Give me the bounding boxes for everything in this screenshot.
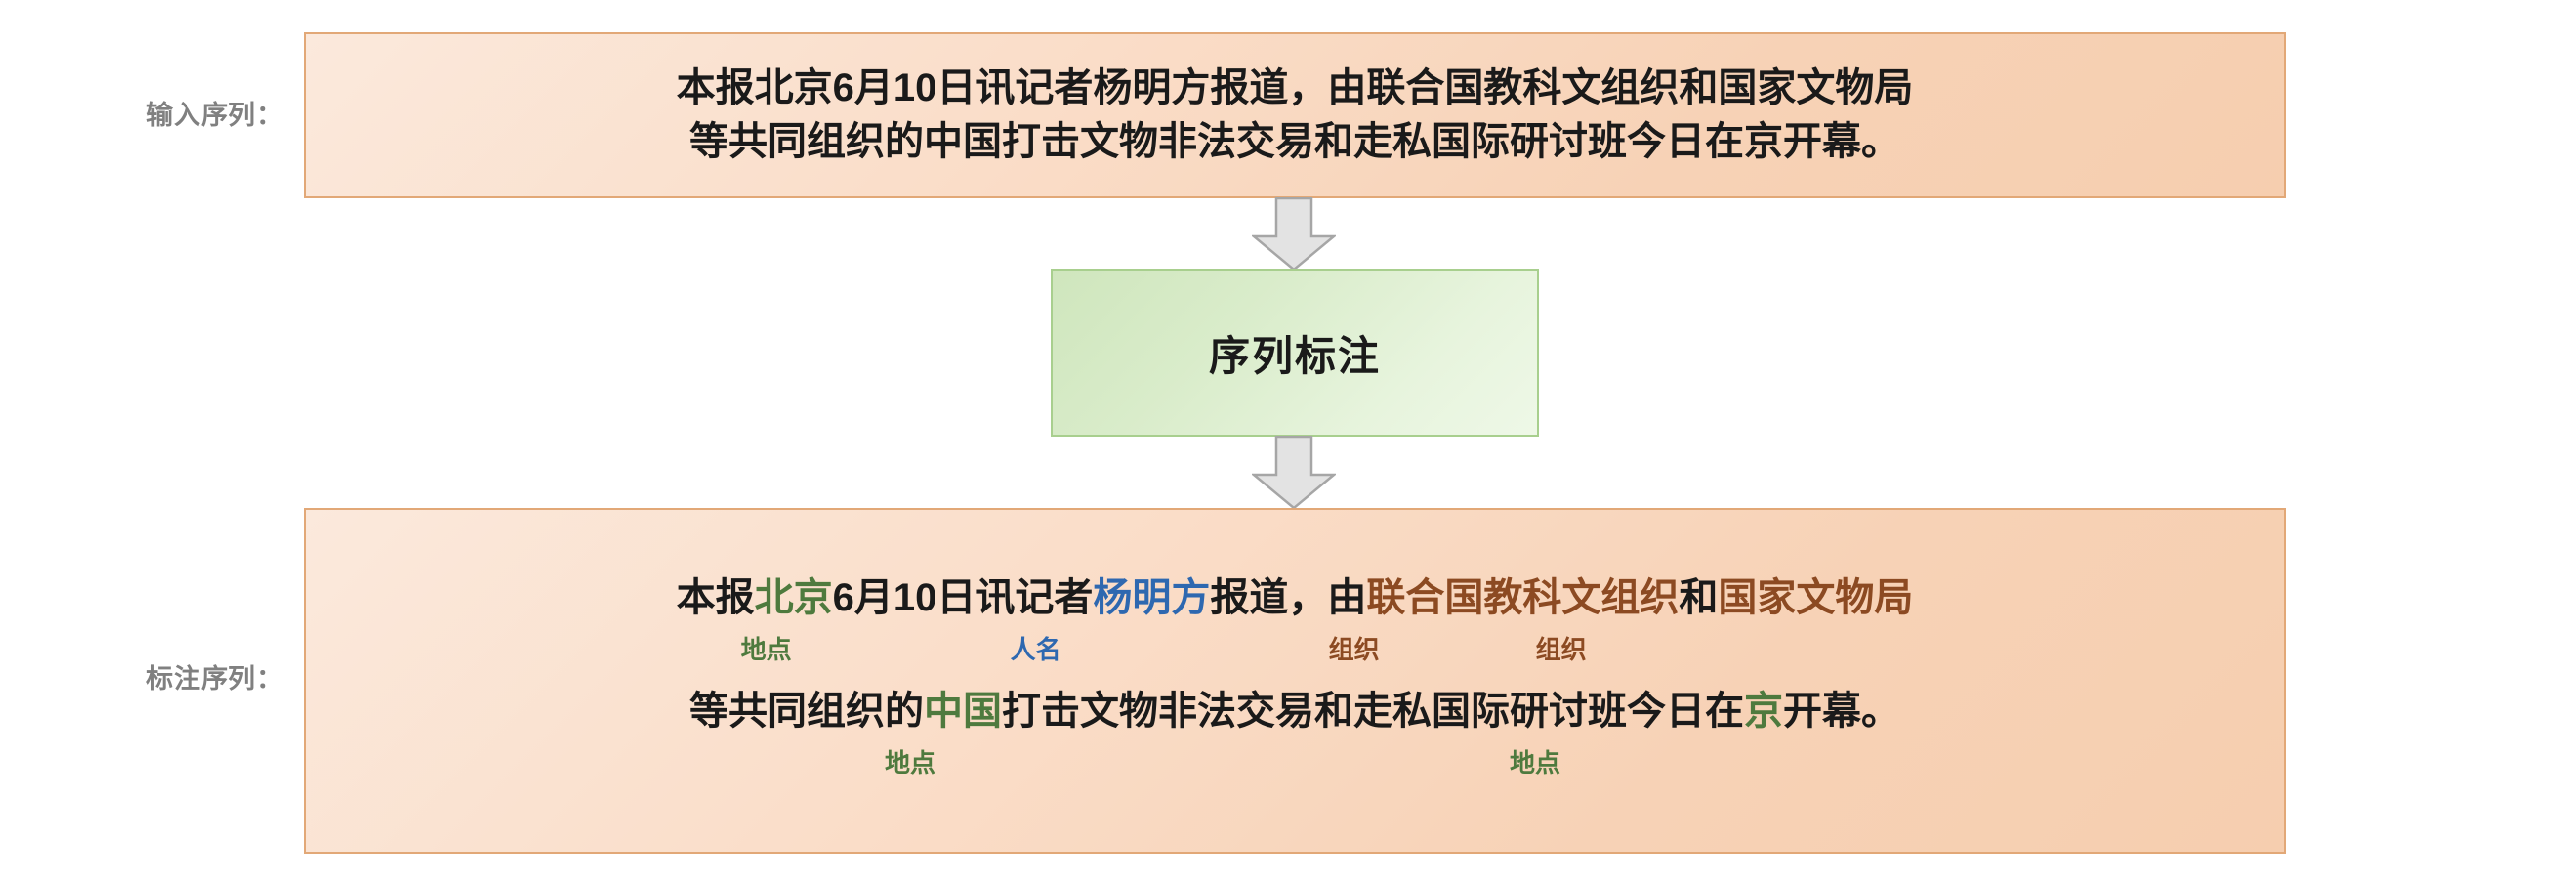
- entity-tag-organization: 组织: [1328, 635, 1380, 664]
- sentence-segment: 报道，由: [1210, 576, 1367, 619]
- entity-tag-row-1: 地点 人名 组织 组织: [677, 630, 1914, 673]
- entity-organization: 国家文物局: [1718, 576, 1914, 619]
- output-sequence-label: 标注序列：: [146, 664, 283, 694]
- annotated-line-2: 等共同组织的中国打击文物非法交易和走私国际研讨班今日在京开幕。 地点 地点: [689, 689, 1900, 786]
- annotated-line-1: 本报北京6月10日讯记者杨明方报道，由联合国教科文组织和国家文物局 地点 人名 组织…: [677, 575, 1914, 673]
- sentence-segment: 和: [1679, 576, 1719, 619]
- sentence-segment: 开幕。: [1783, 690, 1900, 733]
- input-sentence-line-1: 本报北京6月10日讯记者杨明方报道，由联合国教科文组织和国家文物局: [676, 65, 1914, 109]
- entity-organization: 联合国教科文组织: [1366, 576, 1680, 619]
- annotated-sentence-line-1: 本报北京6月10日讯记者杨明方报道，由联合国教科文组织和国家文物局: [677, 575, 1914, 620]
- sentence-segment: 打击文物非法交易和走私国际研讨班今日在: [1002, 690, 1744, 733]
- entity-tag-location: 地点: [740, 635, 792, 664]
- input-sequence-label: 输入序列：: [146, 101, 283, 130]
- annotated-sentence-line-2: 等共同组织的中国打击文物非法交易和走私国际研讨班今日在京开幕。: [689, 689, 1900, 734]
- entity-person: 杨明方: [1093, 576, 1211, 619]
- entity-location: 北京: [754, 576, 833, 619]
- entity-tag-location: 地点: [1509, 748, 1561, 778]
- entity-tag-location: 地点: [884, 748, 936, 778]
- entity-location: 京: [1744, 690, 1783, 733]
- process-box-label: 序列标注: [1208, 332, 1381, 379]
- arrow-input-to-process-icon: [1252, 197, 1336, 272]
- sentence-segment: 6月10日讯记者: [832, 576, 1094, 619]
- sentence-segment: 等共同组织的: [689, 690, 924, 733]
- input-sentence-line-2: 等共同组织的中国打击文物非法交易和走私国际研讨班今日在京开幕。: [689, 120, 1900, 163]
- entity-tag-row-2: 地点 地点: [689, 743, 1900, 786]
- sequence-labeling-process-box: 序列标注: [1051, 269, 1539, 437]
- entity-tag-person: 人名: [1010, 635, 1061, 664]
- annotated-sequence-box: 本报北京6月10日讯记者杨明方报道，由联合国教科文组织和国家文物局 地点 人名 组织…: [304, 508, 2286, 854]
- sentence-segment: 本报: [676, 576, 755, 619]
- entity-tag-organization: 组织: [1535, 635, 1587, 664]
- entity-location: 中国: [924, 690, 1002, 733]
- arrow-process-to-output-icon: [1252, 436, 1336, 510]
- input-sequence-box: 本报北京6月10日讯记者杨明方报道，由联合国教科文组织和国家文物局 等共同组织的…: [304, 32, 2286, 198]
